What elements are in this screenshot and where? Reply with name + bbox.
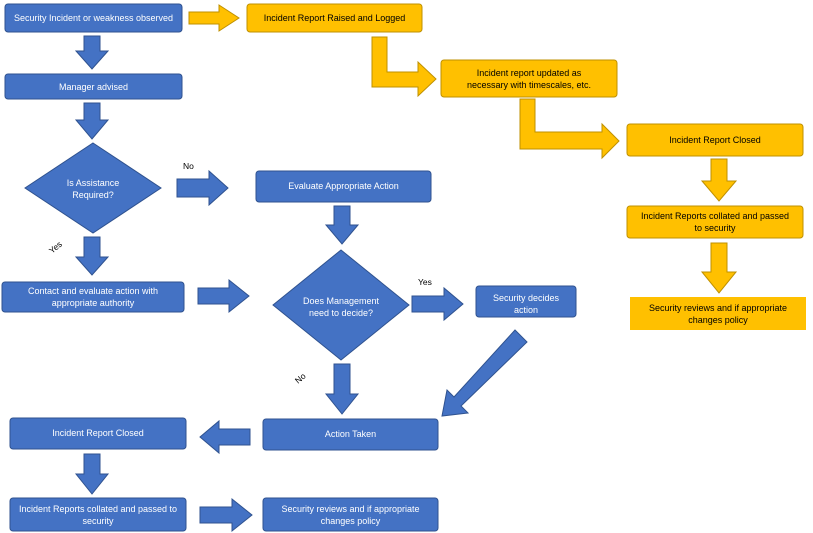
node-security-decides-line-1: Security decides (493, 293, 560, 303)
node-manager: Manager advised (4, 73, 183, 100)
edge-label-mgmt-no: No (293, 371, 308, 386)
node-raised: Incident Report Raised and Logged (246, 3, 423, 33)
node-raised-label: Incident Report Raised and Logged (264, 13, 406, 23)
arrow-down-icon (74, 102, 110, 140)
arrow-down-icon (700, 158, 738, 202)
node-collated-left-line-2: security (82, 516, 114, 526)
node-evaluate: Evaluate Appropriate Action (255, 170, 432, 203)
edge-label-assist-no: No (183, 161, 194, 171)
node-evaluate-label: Evaluate Appropriate Action (288, 181, 399, 191)
decision-assistance: Is Assistance Required? (24, 142, 162, 234)
arrow-left-icon (199, 419, 251, 455)
node-reviews-right-line-1: Security reviews and if appropriate (649, 303, 787, 313)
node-observed: Security Incident or weakness observed (4, 3, 183, 33)
node-manager-label: Manager advised (59, 82, 128, 92)
node-collated-left: Incident Reports collated and passed to … (9, 497, 187, 532)
node-contact: Contact and evaluate action with appropr… (1, 281, 185, 313)
decision-management: Does Management need to decide? (272, 249, 410, 361)
arrow-down-icon (324, 363, 360, 415)
node-collated-right-line-1: Incident Reports collated and passed (641, 211, 789, 221)
arrow-right-icon (197, 278, 250, 314)
node-security-decides-line-2: action (514, 305, 538, 315)
node-reviews-left: Security reviews and if appropriate chan… (262, 497, 439, 532)
arrow-down-icon (324, 205, 360, 245)
node-reviews-left-line-1: Security reviews and if appropriate (281, 504, 419, 514)
arrow-right-icon (411, 286, 464, 322)
arrows (74, 4, 738, 533)
decision-management-line-1: Does Management (303, 296, 380, 306)
decision-management-line-2: need to decide? (309, 308, 373, 318)
arrow-down-icon (74, 453, 110, 495)
node-closed-right: Incident Report Closed (626, 123, 804, 157)
edge-label-assist-yes: Yes (47, 239, 64, 256)
node-collated-right-line-2: to security (694, 223, 736, 233)
node-reviews-left-line-2: changes policy (321, 516, 381, 526)
node-closed-left-label: Incident Report Closed (52, 428, 144, 438)
node-closed-left: Incident Report Closed (9, 417, 187, 450)
edge-label-mgmt-yes: Yes (418, 277, 432, 287)
arrow-right-icon (176, 169, 229, 207)
arrow-down-icon (700, 242, 738, 294)
decision-assistance-line-1: Is Assistance (67, 178, 120, 188)
node-collated-right: Incident Reports collated and passed to … (626, 205, 804, 239)
node-updated-line-2: necessary with timescales, etc. (467, 80, 591, 90)
arrow-elbow-icon (371, 36, 437, 98)
node-reviews-right-line-2: changes policy (688, 315, 748, 325)
decision-assistance-line-2: Required? (72, 190, 114, 200)
node-action-taken: Action Taken (262, 418, 439, 451)
arrow-down-icon (74, 236, 110, 276)
arrow-down-icon (74, 35, 110, 70)
node-action-taken-label: Action Taken (325, 429, 376, 439)
node-contact-line-2: appropriate authority (52, 298, 135, 308)
arrow-diagonal-icon (441, 329, 528, 417)
node-updated: Incident report updated as necessary wit… (440, 59, 618, 98)
arrow-right-icon (199, 497, 253, 533)
node-observed-label: Security Incident or weakness observed (14, 13, 173, 23)
node-contact-line-1: Contact and evaluate action with (28, 286, 158, 296)
node-closed-right-label: Incident Report Closed (669, 135, 761, 145)
node-updated-line-1: Incident report updated as (477, 68, 582, 78)
arrow-elbow-icon (519, 98, 620, 160)
node-reviews-right: Security reviews and if appropriate chan… (630, 297, 806, 330)
arrow-right-icon (188, 4, 240, 32)
node-security-decides: Security decides action (475, 285, 577, 318)
node-collated-left-line-1: Incident Reports collated and passed to (19, 504, 177, 514)
